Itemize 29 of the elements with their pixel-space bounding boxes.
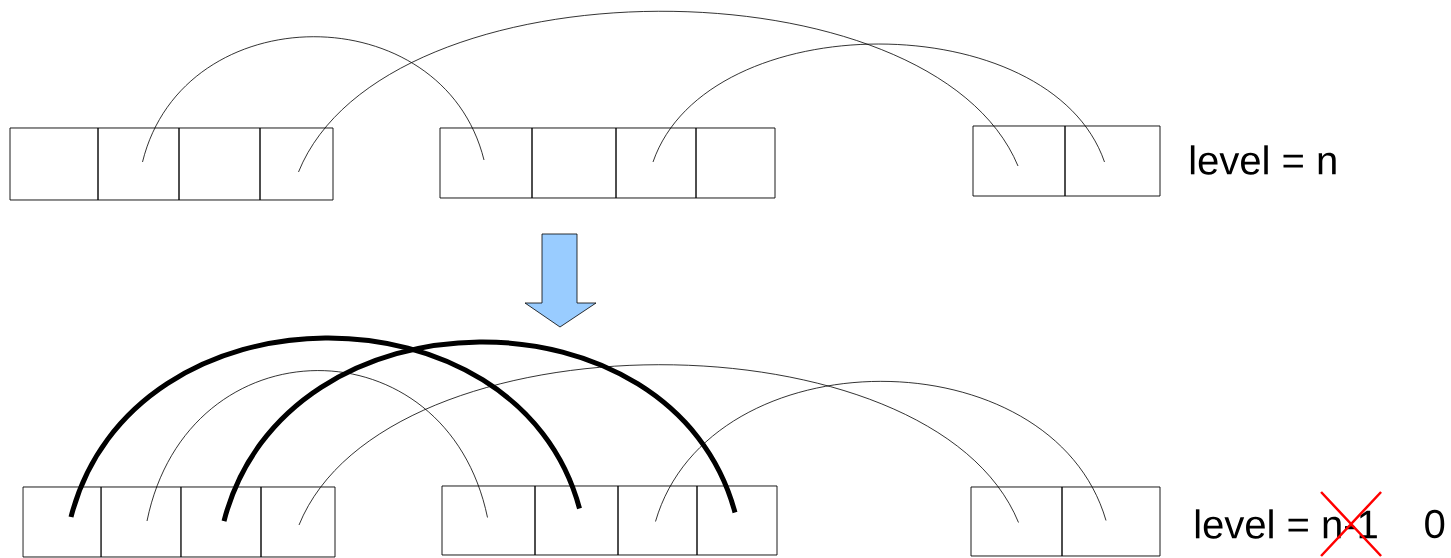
array-cell bbox=[1064, 125, 1161, 197]
array-cell bbox=[9, 127, 99, 201]
array-cell bbox=[972, 125, 1066, 197]
connector-arc bbox=[298, 10, 1019, 173]
array-cell bbox=[695, 127, 776, 199]
array-cell bbox=[970, 486, 1063, 557]
thick-arc bbox=[221, 339, 738, 522]
thick-arc bbox=[68, 335, 582, 518]
connector-arc bbox=[655, 380, 1107, 522]
array-cell bbox=[97, 127, 180, 201]
array-cell bbox=[617, 485, 698, 556]
connector-arc bbox=[652, 43, 1105, 163]
array-cell bbox=[260, 486, 336, 558]
array-cell bbox=[441, 485, 536, 556]
array-cell bbox=[259, 127, 334, 201]
level-label: 0 bbox=[1425, 509, 1445, 539]
array-cell bbox=[100, 486, 182, 558]
array-cell bbox=[180, 486, 262, 558]
array-cell bbox=[531, 127, 617, 199]
array-cell bbox=[22, 486, 102, 558]
array-cell bbox=[1061, 486, 1161, 557]
connector-arc bbox=[142, 36, 485, 163]
connector-arc bbox=[146, 370, 488, 522]
array-cell bbox=[615, 127, 697, 199]
array-cell bbox=[534, 485, 619, 556]
connector-arc bbox=[298, 364, 1019, 526]
array-cell bbox=[439, 127, 533, 199]
array-cell bbox=[178, 127, 261, 201]
array-cell bbox=[696, 485, 778, 556]
